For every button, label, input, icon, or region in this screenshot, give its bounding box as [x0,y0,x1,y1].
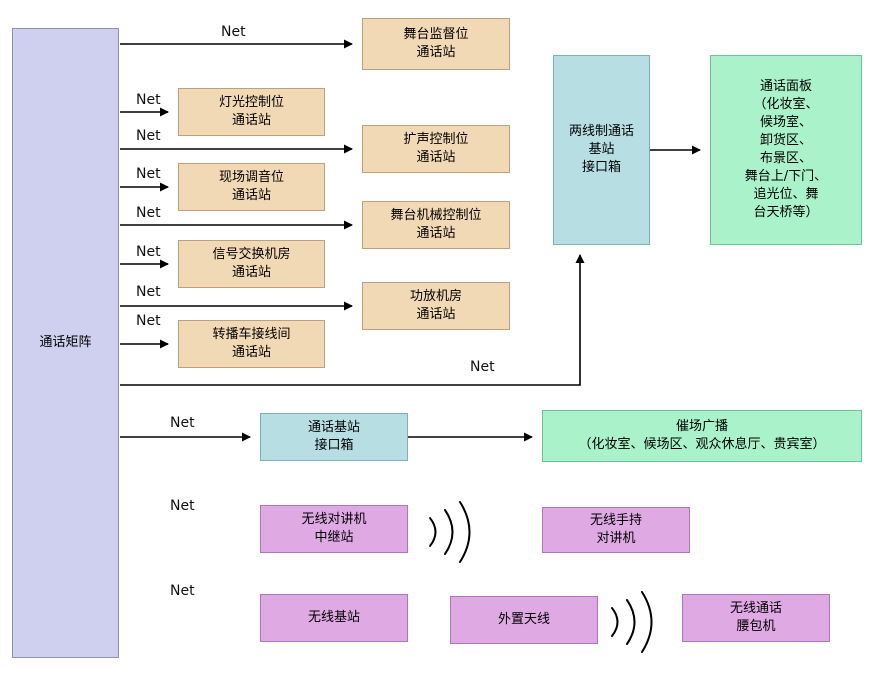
node-external-antenna: 外置天线 [450,596,598,644]
node-broadcast-van-station: 转播车接线间 通话站 [178,320,325,368]
node-amp-room-station: 功放机房 通话站 [362,282,510,330]
node-wireless-base-station: 无线基站 [260,594,408,642]
net-label: Net [136,244,161,260]
net-label: Net [136,205,161,221]
net-label: Net [136,313,161,329]
node-base-station-interface: 通话基站 接口箱 [260,413,408,461]
node-two-wire-base-interface: 两线制通话 基站 接口箱 [553,55,650,245]
net-label: Net [136,166,161,182]
node-stage-machinery-station: 舞台机械控制位 通话站 [362,201,510,249]
node-cue-broadcast: 催场广播 （化妆室、候场区、观众休息厅、贵宾室） [542,410,862,462]
net-label: Net [170,415,195,431]
matrix-arrows [120,39,701,442]
node-wireless-relay-station: 无线对讲机 中继站 [260,505,408,553]
node-stage-supervisor-station: 舞台监督位 通话站 [362,18,510,70]
node-signal-room-station: 信号交换机房 通话站 [178,240,325,288]
node-handheld-radio: 无线手持 对讲机 [542,507,690,553]
node-lighting-control-station: 灯光控制位 通话站 [178,88,325,136]
net-label: Net [136,284,161,300]
node-sound-control-station: 扩声控制位 通话站 [362,125,510,173]
node-wireless-beltpack: 无线通话 腰包机 [682,594,830,642]
node-intercom-panels: 通话面板 （化妆室、 候场室、 卸货区、 布景区、 舞台上/下门、 追光位、舞 … [710,55,862,245]
net-label: Net [136,92,161,108]
net-label: Net [136,128,161,144]
node-intercom-matrix: 通话矩阵 [12,28,119,658]
net-label: Net [170,498,195,514]
radio-waves-antenna [611,591,653,653]
net-label: Net [221,24,246,40]
net-label: Net [470,359,495,375]
net-label: Net [170,583,195,599]
node-live-mixing-station: 现场调音位 通话站 [178,163,325,211]
radio-waves-relay [429,501,471,563]
